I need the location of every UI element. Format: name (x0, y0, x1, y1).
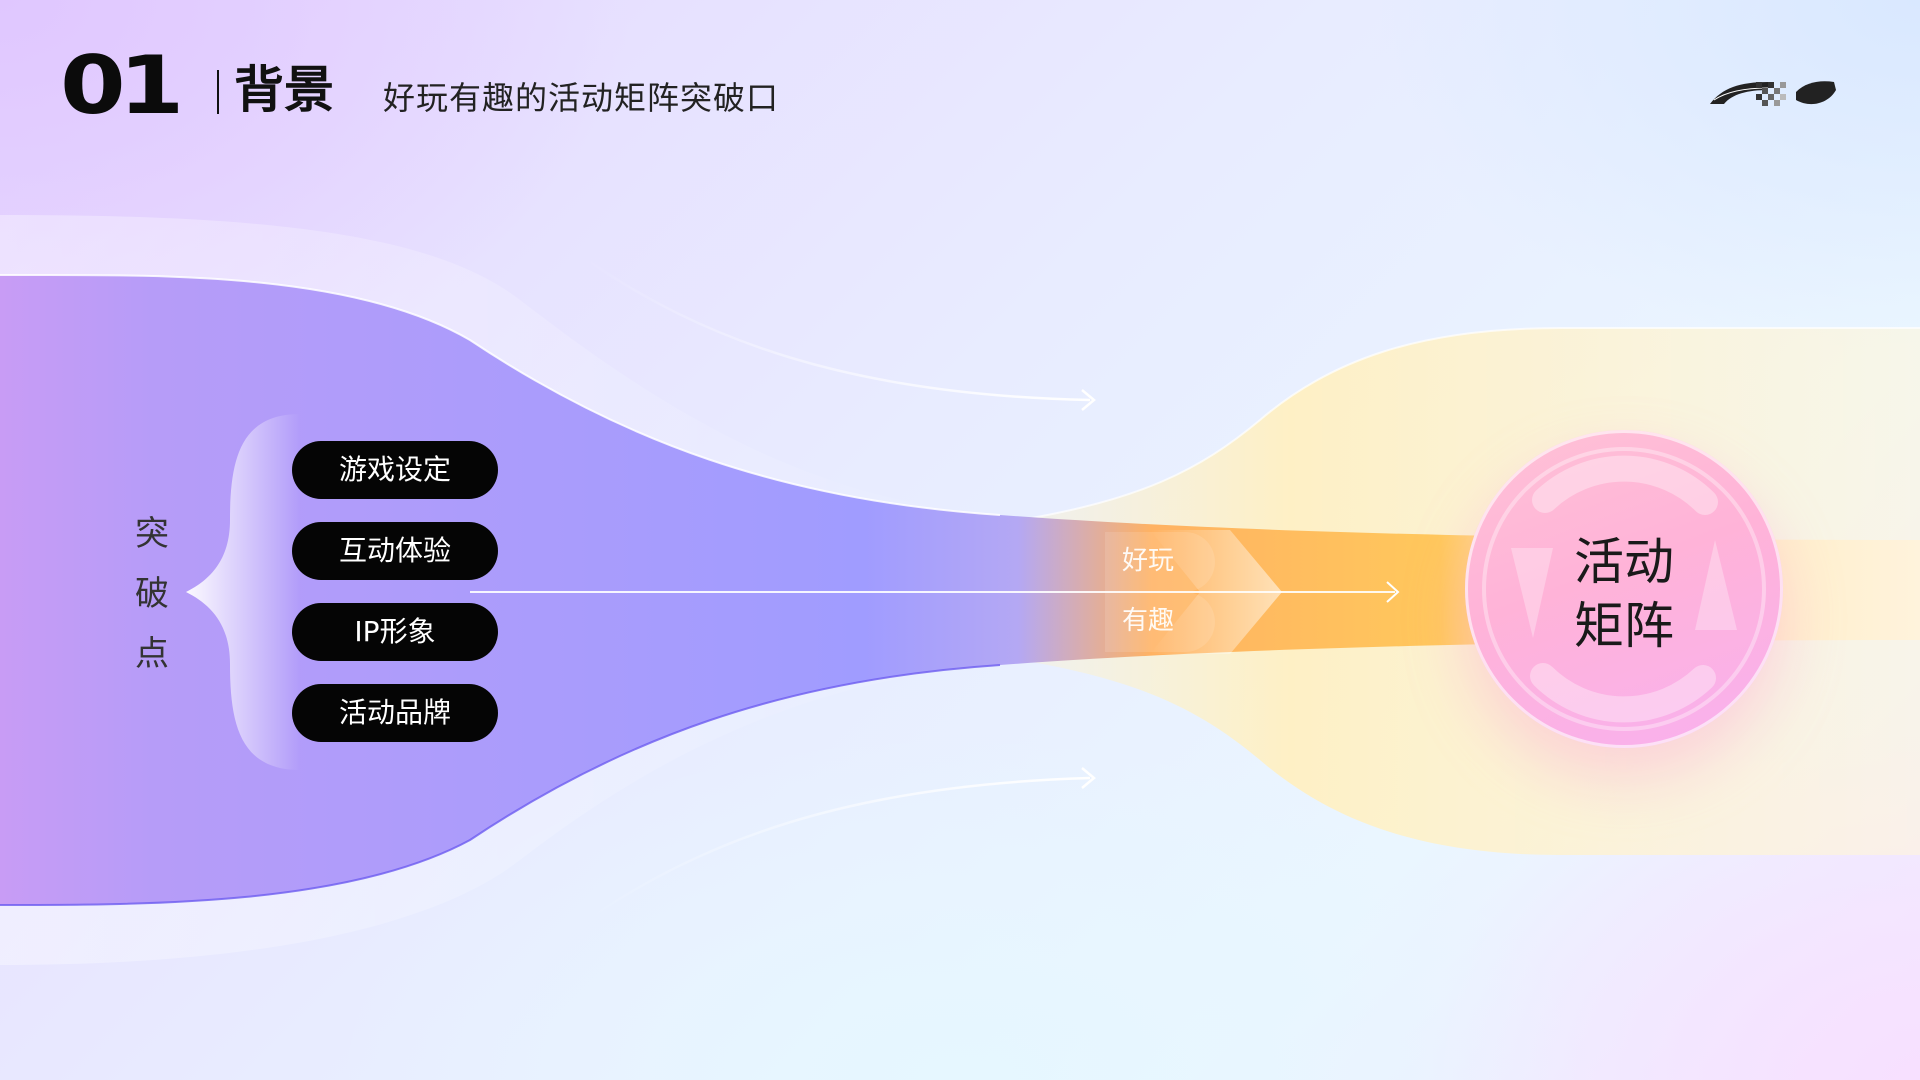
section-title: 背景 (234, 61, 334, 119)
bottom-arrow-head (1081, 767, 1096, 789)
header-decoration (1710, 81, 1836, 106)
header-divider (217, 70, 219, 114)
breakthrough-item-game-setting: 游戏设定 (292, 441, 498, 499)
breakthrough-label: 突 破 点 (132, 504, 172, 684)
breakthrough-label-char: 破 (135, 574, 169, 614)
section-subtitle: 好玩有趣的活动矩阵突破口 (383, 79, 780, 117)
left-brace (186, 414, 300, 770)
target-label: 活动 矩阵 (1465, 530, 1783, 658)
label-bubble-bottom (1105, 592, 1215, 652)
breakthrough-item-interaction: 互动体验 (292, 522, 498, 580)
target-label-line1: 活动 (1574, 533, 1674, 591)
section-number: 01 (60, 39, 184, 132)
wing-left-icon (1710, 82, 1768, 104)
bottom-arrow-line (579, 776, 1091, 927)
yellow-band-edge-top (1019, 327, 1920, 521)
center-arrow-head (1386, 581, 1400, 603)
flow-label-fun: 好玩 (1122, 546, 1175, 576)
target-circle (1465, 430, 1783, 748)
funnel-edge-bottom (0, 664, 1001, 906)
wing-right-icon (1796, 81, 1836, 105)
breakthrough-item-event-brand: 活动品牌 (292, 684, 498, 742)
top-arrow-head (1081, 389, 1096, 411)
chevron-shape (1150, 530, 1282, 654)
label-bubble-top (1105, 532, 1215, 592)
top-arrow-line (579, 253, 1091, 402)
flow-label-interesting: 有趣 (1122, 606, 1175, 636)
checker-icon (1756, 82, 1786, 106)
funnel-edge-top (0, 273, 1001, 516)
cycle-arrows-icon (1482, 447, 1766, 731)
breakthrough-label-char: 点 (135, 634, 169, 674)
main-funnel (0, 274, 1920, 905)
breakthrough-item-ip-image: IP形象 (292, 603, 498, 661)
breakthrough-label-char: 突 (135, 514, 169, 554)
target-label-line2: 矩阵 (1574, 597, 1674, 655)
